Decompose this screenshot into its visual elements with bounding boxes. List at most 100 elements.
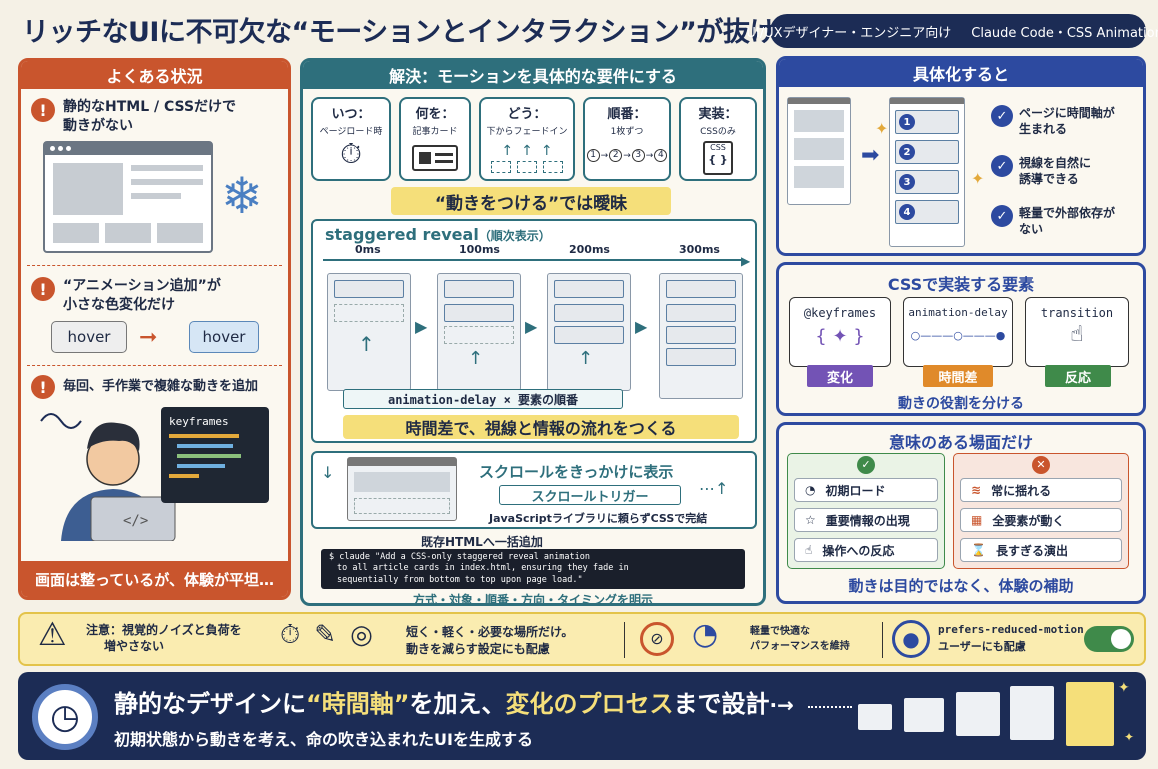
card-stage-2 <box>904 698 944 732</box>
manual-issue-text: 毎回、手作業で複雑な動きを追加 <box>63 379 259 394</box>
speedometer-icon: ◔ <box>692 617 719 652</box>
svg-text:</>: </> <box>123 513 148 529</box>
hover-button-before: hover <box>51 321 127 353</box>
reduced-motion-toggle[interactable] <box>1084 626 1134 652</box>
card-stage-1 <box>858 704 892 730</box>
cross-icon: ✕ <box>1032 456 1050 474</box>
meaningful-panel: 意味のある場面だけ ✓ ◔初期ロード ☆重要情報の出現 ☝操作への反応 ✕ ≋常… <box>776 422 1146 604</box>
code-window: keyframes <box>161 407 269 503</box>
static-issue-text: 静的なHTML / CSSだけで動きがない <box>63 99 237 134</box>
wave-icon: ≋ <box>971 483 982 497</box>
bulk-title: 既存HTMLへ一括追加 <box>421 535 543 549</box>
tag-reaction: 反応 <box>1045 365 1111 387</box>
tag-left: UI/UXデザイナー・エンジニア向け <box>746 25 952 41</box>
notice-text: 短く・軽く・必要な場所だけ。動きを減らす設定にも配慮 <box>406 625 574 656</box>
arrow-right-icon: ➞ <box>139 325 158 350</box>
frame-300ms <box>659 273 743 399</box>
animation-issue-text: “アニメーション追加”が小さな色変化だけ <box>63 278 221 313</box>
vague-callout: “動きをつける”では曖昧 <box>391 187 671 215</box>
warning-icon: ! <box>31 277 55 301</box>
notice-bar: ⚠ 注意：視覚的ノイズと負荷を増やさない ⏱✎◎ 短く・軽く・必要な場所だけ。動… <box>18 612 1146 666</box>
step-arrow-icon: ▶ <box>415 317 428 336</box>
divider <box>882 622 883 658</box>
benefit-3: ✓軽量で外部依存がない <box>991 205 1115 237</box>
sparkle-icon: ✦ <box>1118 680 1130 696</box>
page-after-illustration: 1 2 3 4 <box>889 97 965 247</box>
cmd-footer: 方式・対象・順番・方向・タイミングを明示 <box>412 593 653 606</box>
step-arrow-icon: ▶ <box>635 317 648 336</box>
stagger-footer: 時間差で、視線と情報の流れをつくる <box>343 415 739 439</box>
concretize-panel: 具体化すると ➡ 1 2 3 4 ✦ ✦ ✓ページに時間軸が生まれる ✓視線を自… <box>776 56 1146 256</box>
article-card-icon <box>412 145 458 171</box>
target-icon: ◎ <box>350 620 373 650</box>
mean-footer: 動きは目的ではなく、体験の補助 <box>848 577 1074 595</box>
benefit-2: ✓視線を自然に誘導できる <box>991 155 1091 187</box>
warning-icon: ! <box>31 98 55 122</box>
css-elements-panel: CSSで実装する要素 @keyframes { ✦ } 変化 animation… <box>776 262 1146 416</box>
solution-panel: 解決：モーションを具体的な要件にする いつ： ページロード時 ⏱ 何を： 記事カ… <box>300 58 766 606</box>
clock-icon: ◷ <box>32 684 98 750</box>
delay-element: animation-delay ○———○———● <box>903 297 1013 367</box>
time-label: 200ms <box>569 243 610 256</box>
transition-element: transition ☝ <box>1025 297 1129 367</box>
scroll-trigger-label: スクロールトリガー <box>499 485 681 505</box>
dotted-line <box>808 706 852 708</box>
panel-heading: 解決：モーションを具体的な要件にする <box>303 61 763 89</box>
summary-banner: ◷ 静的なデザインに“時間軸”を加え、変化のプロセスまで設計·→ 初期状態から動… <box>18 672 1146 760</box>
card-stage-5 <box>1066 682 1114 746</box>
tap-icon: ☝ <box>805 543 813 557</box>
gauge-icon: ◔ <box>805 483 816 497</box>
fade-up-icon: ↑↑↑ <box>501 143 553 159</box>
good-column: ✓ ◔初期ロード ☆重要情報の出現 ☝操作への反応 <box>787 453 945 569</box>
sparkle-icon: ✦ <box>875 119 889 138</box>
divider <box>624 622 625 658</box>
notice-icons: ⏱✎◎ <box>280 622 373 648</box>
css-footer: 動きの役割を分ける <box>898 396 1024 412</box>
frame-100ms: ↑ <box>437 273 521 391</box>
summary-line-1: 静的なデザインに“時間軸”を加え、変化のプロセスまで設計·→ <box>114 690 794 718</box>
page-title: リッチなUIに不可欠な“モーションとインタラクション”が抜け落ちる <box>22 17 856 48</box>
keyframes-icon: { ✦ } <box>815 326 865 347</box>
summary-line-2: 初期状態から動きを考え、命の吹き込まれたUIを生成する <box>114 730 533 749</box>
when-card: いつ： ページロード時 ⏱ <box>311 97 391 181</box>
section-title: staggered reveal（順次表示） <box>325 225 551 244</box>
sparkle-icon: ✦ <box>971 169 985 188</box>
stopwatch-icon: ⏱ <box>340 137 362 170</box>
stopwatch-icon: ⏱ <box>280 620 301 650</box>
scroll-note: JavaScriptライブラリに頼らずCSSで完結 <box>489 512 708 525</box>
frame-200ms: ↑ <box>547 273 631 391</box>
warning-triangle-icon: ⚠ <box>38 615 67 653</box>
panel-heading: よくある状況 <box>21 61 288 89</box>
audience-tag: UI/UXデザイナー・エンジニア向け Claude Code・CSS Anima… <box>746 14 1158 48</box>
step-arrow-icon: ▶ <box>525 317 538 336</box>
hover-button-after: hover <box>189 321 259 353</box>
divider <box>27 365 282 366</box>
timeline-axis <box>323 259 743 261</box>
benefit-1: ✓ページに時間軸が生まれる <box>991 105 1115 137</box>
common-situation-panel: よくある状況 ! 静的なHTML / CSSだけで動きがない ❄ ! “アニメー… <box>18 58 291 600</box>
card-stage-3 <box>956 692 1000 736</box>
time-label: 300ms <box>679 243 720 256</box>
sequence-icon: 1→ 2→ 3→ 4 <box>585 149 669 162</box>
delay-label: animation-delay × 要素の順番 <box>343 389 623 409</box>
divider <box>27 265 282 266</box>
tag-delay: 時間差 <box>923 365 993 387</box>
panel-heading: 具体化すると <box>779 59 1143 87</box>
tag-change: 変化 <box>807 365 873 387</box>
card-stage-4 <box>1010 686 1054 740</box>
css-file-icon: CSS{ } <box>703 141 733 175</box>
browser-illustration <box>347 457 457 521</box>
time-label: 0ms <box>355 243 381 256</box>
arrow-right-icon: ➡ <box>861 143 880 168</box>
how-card: どう： 下からフェードイン ↑↑↑ <box>479 97 575 181</box>
page-before-illustration <box>787 97 851 205</box>
time-label: 100ms <box>459 243 500 256</box>
staggered-reveal-section: staggered reveal（順次表示） ▶ 0ms 100ms 200ms… <box>311 219 757 443</box>
timeline-icon: ○———○———● <box>910 329 1006 342</box>
notice-label: 注意：視覚的ノイズと負荷を増やさない <box>86 623 242 654</box>
static-page-illustration <box>43 141 213 253</box>
sparkle-icon: ✦ <box>1124 730 1135 744</box>
warning-icon: ! <box>31 375 55 399</box>
panel-heading: CSSで実装する要素 <box>887 275 1035 294</box>
